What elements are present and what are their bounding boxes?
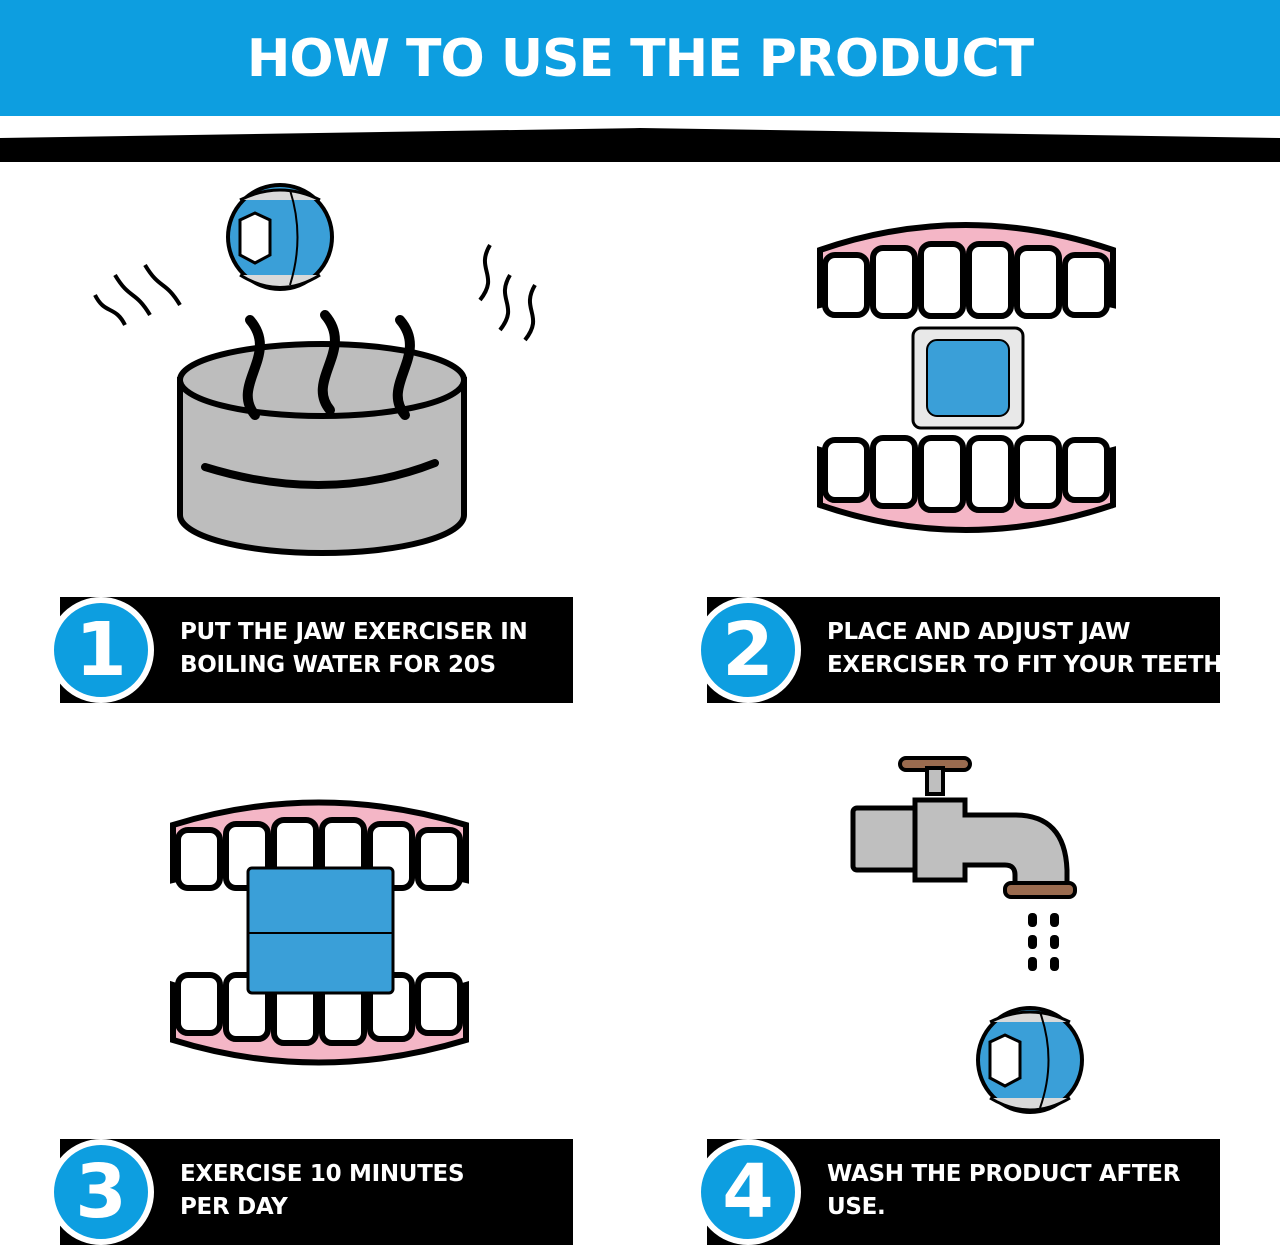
water-tap-icon	[850, 756, 1084, 1114]
step-1-number-badge: 1	[48, 597, 154, 703]
jaw-exerciser-ball-icon	[976, 1006, 1084, 1114]
header-divider	[0, 116, 1280, 162]
biting-exerciser-icon	[170, 799, 469, 1066]
step-4-number-badge: 4	[695, 1139, 801, 1245]
step-2-text: PLACE AND ADJUST JAW EXERCISER TO FIT YO…	[827, 619, 1223, 678]
boiling-pot-icon	[93, 183, 537, 556]
step-4-text: WASH THE PRODUCT AFTER USE.	[827, 1161, 1181, 1220]
step-3-number-badge: 3	[48, 1139, 154, 1245]
step-3-text: EXERCISE 10 MINUTES PER DAY	[180, 1161, 465, 1220]
step-2-number-badge: 2	[695, 597, 801, 703]
step-1-text: PUT THE JAW EXERCISER IN BOILING WATER F…	[180, 619, 528, 678]
teeth-with-exerciser-icon	[817, 222, 1116, 533]
header-banner: HOW TO USE THE PRODUCT	[0, 0, 1280, 118]
jaw-exerciser-ball-icon	[226, 183, 334, 291]
page-title: HOW TO USE THE PRODUCT	[246, 29, 1034, 89]
